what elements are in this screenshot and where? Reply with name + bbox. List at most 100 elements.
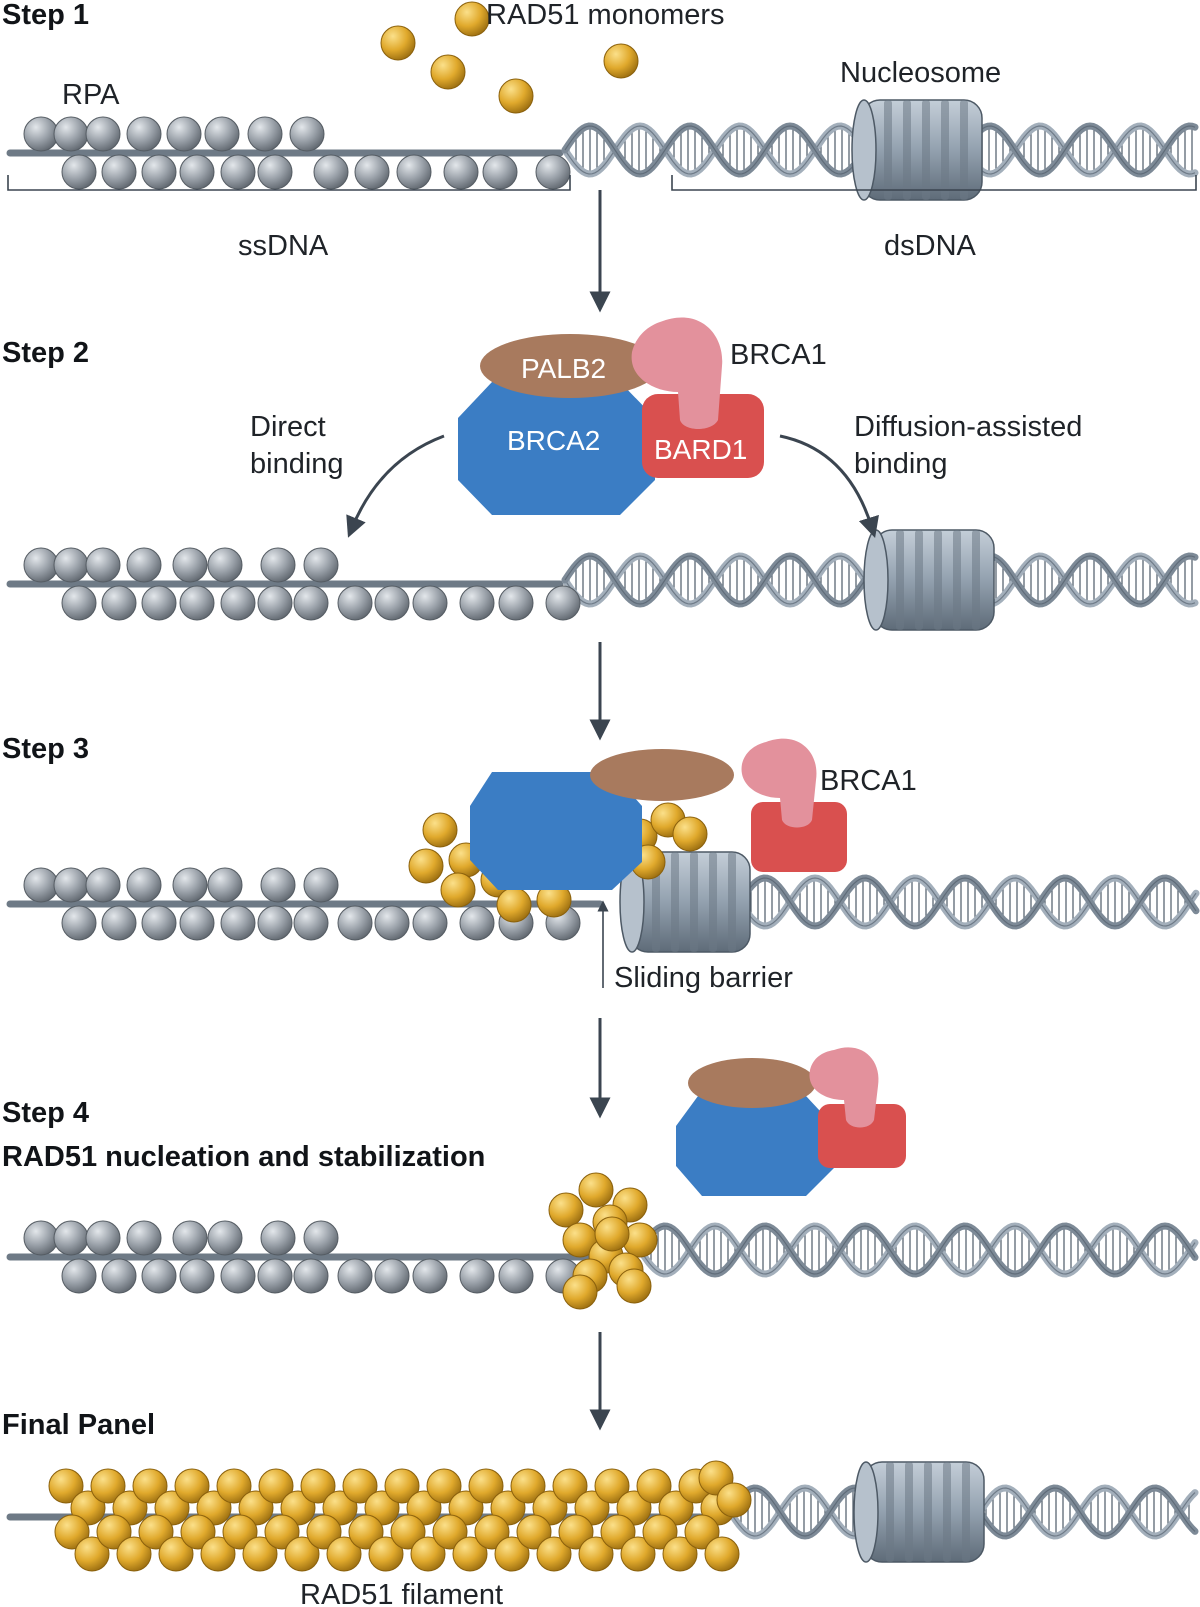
rad51-sphere-icon xyxy=(74,1536,110,1572)
rad51-sphere-icon xyxy=(594,1468,630,1504)
rad51-sphere-icon xyxy=(384,1468,420,1504)
rpa-sphere-icon xyxy=(247,116,283,152)
rad51-sphere-icon xyxy=(662,1536,698,1572)
ssdna-bracket xyxy=(7,175,571,191)
rad51-sphere-icon xyxy=(498,78,534,114)
rad51-sphere-icon xyxy=(578,1172,614,1208)
rpa-sphere-icon xyxy=(374,1258,410,1294)
brca1-label: BRCA1 xyxy=(730,339,827,371)
bard1-shape xyxy=(642,394,764,478)
brca2-shape xyxy=(458,382,655,515)
palb2-shape xyxy=(590,749,734,801)
rpa-sphere-icon xyxy=(354,154,390,190)
rpa-sphere-icon xyxy=(61,585,97,621)
rpa-sphere-icon xyxy=(459,905,495,941)
rpa-sphere-icon xyxy=(535,154,571,190)
rpa-sphere-icon xyxy=(207,1220,243,1256)
rad51-sphere-icon xyxy=(620,1536,656,1572)
dsdna-helix xyxy=(736,874,1200,930)
rpa-sphere-icon xyxy=(61,154,97,190)
rad51-sphere-icon xyxy=(380,25,416,61)
rpa-sphere-icon xyxy=(101,1258,137,1294)
rpa-sphere-icon xyxy=(141,1258,177,1294)
rpa-sphere-icon xyxy=(179,154,215,190)
rpa-sphere-icon xyxy=(101,585,137,621)
rpa-sphere-icon xyxy=(459,585,495,621)
rpa-sphere-icon xyxy=(337,585,373,621)
rpa-sphere-icon xyxy=(498,585,534,621)
rad51-sphere-icon xyxy=(704,1536,740,1572)
rpa-sphere-icon xyxy=(53,547,89,583)
rpa-sphere-icon xyxy=(179,1258,215,1294)
dsdna-label: dsDNA xyxy=(884,230,977,262)
curved-arrow-icon xyxy=(779,434,879,539)
rpa-sphere-icon xyxy=(293,585,329,621)
rad51-sphere-icon xyxy=(158,1536,194,1572)
rad51-sphere-icon xyxy=(422,812,458,848)
rad51-sphere-icon xyxy=(390,1514,426,1550)
palb2-label: PALB2 xyxy=(521,353,606,384)
rpa-sphere-icon xyxy=(260,547,296,583)
nucleosome-layer xyxy=(619,99,995,1563)
direct-binding-label-2: binding xyxy=(250,448,344,480)
histone-spool-icon xyxy=(853,1461,985,1563)
rad51-sphere-icon xyxy=(578,1536,614,1572)
bard1-shape xyxy=(818,1104,906,1168)
rad51-sphere-icon xyxy=(410,1536,446,1572)
rpa-sphere-icon xyxy=(61,1258,97,1294)
rad51-sphere-icon xyxy=(54,1514,90,1550)
rad51-sphere-icon xyxy=(306,1514,342,1550)
rad51-sphere-icon xyxy=(594,1216,630,1252)
rpa-sphere-icon xyxy=(23,547,59,583)
rad51-sphere-icon xyxy=(222,1514,258,1550)
rpa-sphere-icon xyxy=(374,905,410,941)
rpa-sphere-icon xyxy=(260,867,296,903)
rpa-sphere-icon xyxy=(85,547,121,583)
rad51-sphere-icon xyxy=(284,1536,320,1572)
final-panel-title: Final Panel xyxy=(2,1409,155,1441)
rad51-sphere-icon xyxy=(452,1536,488,1572)
rpa-sphere-icon xyxy=(172,547,208,583)
rpa-sphere-icon xyxy=(303,867,339,903)
palb2-shape xyxy=(480,334,660,398)
rpa-sphere-icon xyxy=(53,1220,89,1256)
rad51-sphere-icon xyxy=(600,1514,636,1550)
brca2-shape xyxy=(676,1096,834,1196)
rpa-sphere-icon xyxy=(207,867,243,903)
rpa-sphere-icon xyxy=(220,154,256,190)
rad51-sphere-icon xyxy=(430,54,466,90)
sliding-barrier-label: Sliding barrier xyxy=(614,962,793,994)
rpa-sphere-icon xyxy=(101,154,137,190)
rpa-sphere-icon xyxy=(257,154,293,190)
rad51-sphere-icon xyxy=(440,872,476,908)
brca-complex-step3 xyxy=(470,738,847,890)
rpa-sphere-icon xyxy=(289,116,325,152)
rad51-sphere-icon xyxy=(174,1468,210,1504)
rad51-sphere-icon xyxy=(558,1514,594,1550)
dsdna-bracket xyxy=(671,175,1197,191)
brca1-shape xyxy=(809,1047,879,1128)
rad51-sphere-icon xyxy=(468,1468,504,1504)
rad51-sphere-icon xyxy=(426,1468,462,1504)
rpa-sphere-icon xyxy=(498,1258,534,1294)
rpa-sphere-icon xyxy=(204,116,240,152)
rad51-sphere-icon xyxy=(548,1192,584,1228)
rad51-sphere-icon xyxy=(132,1468,168,1504)
rad51-sphere-icon xyxy=(300,1468,336,1504)
rad51-sphere-icon xyxy=(90,1468,126,1504)
brca-complex-step2: PALB2 BRCA2 BARD1 xyxy=(458,317,764,515)
rpa-sphere-icon xyxy=(141,154,177,190)
step3-title: Step 3 xyxy=(2,733,89,765)
rpa-sphere-icon xyxy=(207,547,243,583)
rpa-sphere-icon xyxy=(141,905,177,941)
brca-complex-step4 xyxy=(676,1047,906,1196)
direct-binding-label: Direct xyxy=(250,411,326,443)
rad51-sphere-icon xyxy=(474,1514,510,1550)
rpa-sphere-icon xyxy=(313,154,349,190)
rpa-sphere-icon xyxy=(179,585,215,621)
rpa-sphere-icon xyxy=(85,116,121,152)
rad51-sphere-icon xyxy=(200,1536,236,1572)
step2-title: Step 2 xyxy=(2,337,89,369)
rad51-sphere-icon xyxy=(636,1468,672,1504)
